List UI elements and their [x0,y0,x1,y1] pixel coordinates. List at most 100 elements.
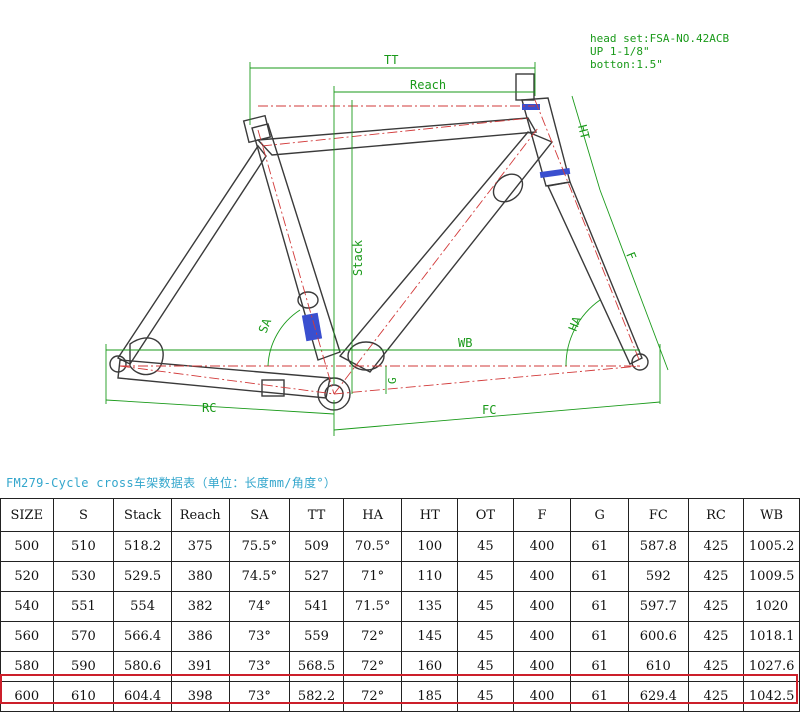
table-cell: 1009.5 [743,561,800,592]
table-cell: 382 [170,591,230,622]
column-header-size: SIZE [0,498,54,532]
dimension-text: TT Reach HT Stack SA F HA WB G RC FC [202,53,639,417]
dim-f: F [623,250,639,262]
table-cell: 400 [512,591,572,622]
table-cell: 500 [0,531,54,562]
centerlines [119,99,641,395]
column-header-f: F [512,498,572,532]
table-cell: 509 [289,531,344,562]
table-cell: 386 [170,621,230,652]
table-cell: 582.2 [289,681,344,712]
table-cell: 391 [170,651,230,682]
table-cell: 610 [627,651,689,682]
table-cell: 527 [289,561,344,592]
headset-note-line-2: UP 1-1/8" [590,45,650,58]
table-cell: 590 [52,651,115,682]
headset-note: head set:FSA-NO.42ACB UP 1-1/8" botton:1… [590,32,729,71]
table-cell: 425 [687,561,745,592]
table-cell: 100 [401,531,459,562]
table-cell: 1018.1 [743,621,800,652]
table-cell: 45 [457,561,514,592]
table-cell: 610 [52,681,115,712]
table-cell: 74.5° [228,561,291,592]
table-cell: 73° [228,651,291,682]
headset-note-line-3: botton:1.5" [590,58,663,71]
dim-wb: WB [458,336,472,350]
dim-rc: RC [202,401,216,415]
table-cell: 600 [0,681,54,712]
table-cell: 71.5° [342,591,403,622]
table-cell: 530 [52,561,115,592]
table-cell: 510 [52,531,115,562]
dim-ha: HA [566,314,585,333]
table-cell: 597.7 [627,591,689,622]
table-cell: 529.5 [113,561,172,592]
table-cell: 604.4 [113,681,172,712]
table-cell: 425 [687,621,745,652]
table-cell: 425 [687,591,745,622]
table-cell: 425 [687,651,745,682]
table-cell: 1027.6 [743,651,800,682]
table-cell: 400 [512,621,572,652]
table-cell: 73° [228,621,291,652]
table-cell: 568.5 [289,651,344,682]
dim-ht: HT [575,123,592,140]
table-cell: 61 [570,621,629,652]
table-caption: FM279-Cycle cross车架数据表（单位：长度mm/角度°） [6,476,337,490]
table-cell: 580 [0,651,54,682]
dim-reach: Reach [410,78,446,92]
table-cell: 551 [52,591,115,622]
table-cell: 61 [570,591,629,622]
column-header-stack: Stack [113,498,172,532]
table-cell: 61 [570,561,629,592]
table-cell: 75.5° [228,531,291,562]
table-cell: 566.4 [113,621,172,652]
table-cell: 160 [401,651,459,682]
table-cell: 560 [0,621,54,652]
table-cell: 400 [512,531,572,562]
table-cell: 425 [687,681,745,712]
dimension-lines [105,62,669,436]
table-cell: 72° [342,681,403,712]
column-header-ot: OT [457,498,514,532]
table-cell: 380 [170,561,230,592]
table-cell: 71° [342,561,403,592]
table-cell: 540 [0,591,54,622]
dim-tt: TT [384,53,398,67]
headset-note-line-1: head set:FSA-NO.42ACB [590,32,730,45]
table-cell: 72° [342,651,403,682]
frame-outline [109,73,649,411]
table-cell: 45 [457,531,514,562]
table-cell: 600.6 [627,621,689,652]
table-cell: 145 [401,621,459,652]
table-cell: 45 [457,651,514,682]
column-header-fc: FC [627,498,689,532]
table-cell: 400 [512,681,572,712]
column-header-wb: WB [743,498,800,532]
table-cell: 61 [570,651,629,682]
table-cell: 45 [457,681,514,712]
table-cell: 400 [512,651,572,682]
column-header-reach: Reach [170,498,230,532]
table-cell: 559 [289,621,344,652]
table-cell: 135 [401,591,459,622]
column-header-ha: HA [342,498,403,532]
table-cell: 425 [687,531,745,562]
table-cell: 110 [401,561,459,592]
table-cell: 61 [570,531,629,562]
table-cell: 61 [570,681,629,712]
table-cell: 375 [170,531,230,562]
table-cell: 554 [113,591,172,622]
frame-geometry-drawing: TT Reach HT Stack SA F HA WB G RC FC [105,53,669,436]
table-cell: 398 [170,681,230,712]
table-cell: 518.2 [113,531,172,562]
dim-g: G [386,377,399,384]
